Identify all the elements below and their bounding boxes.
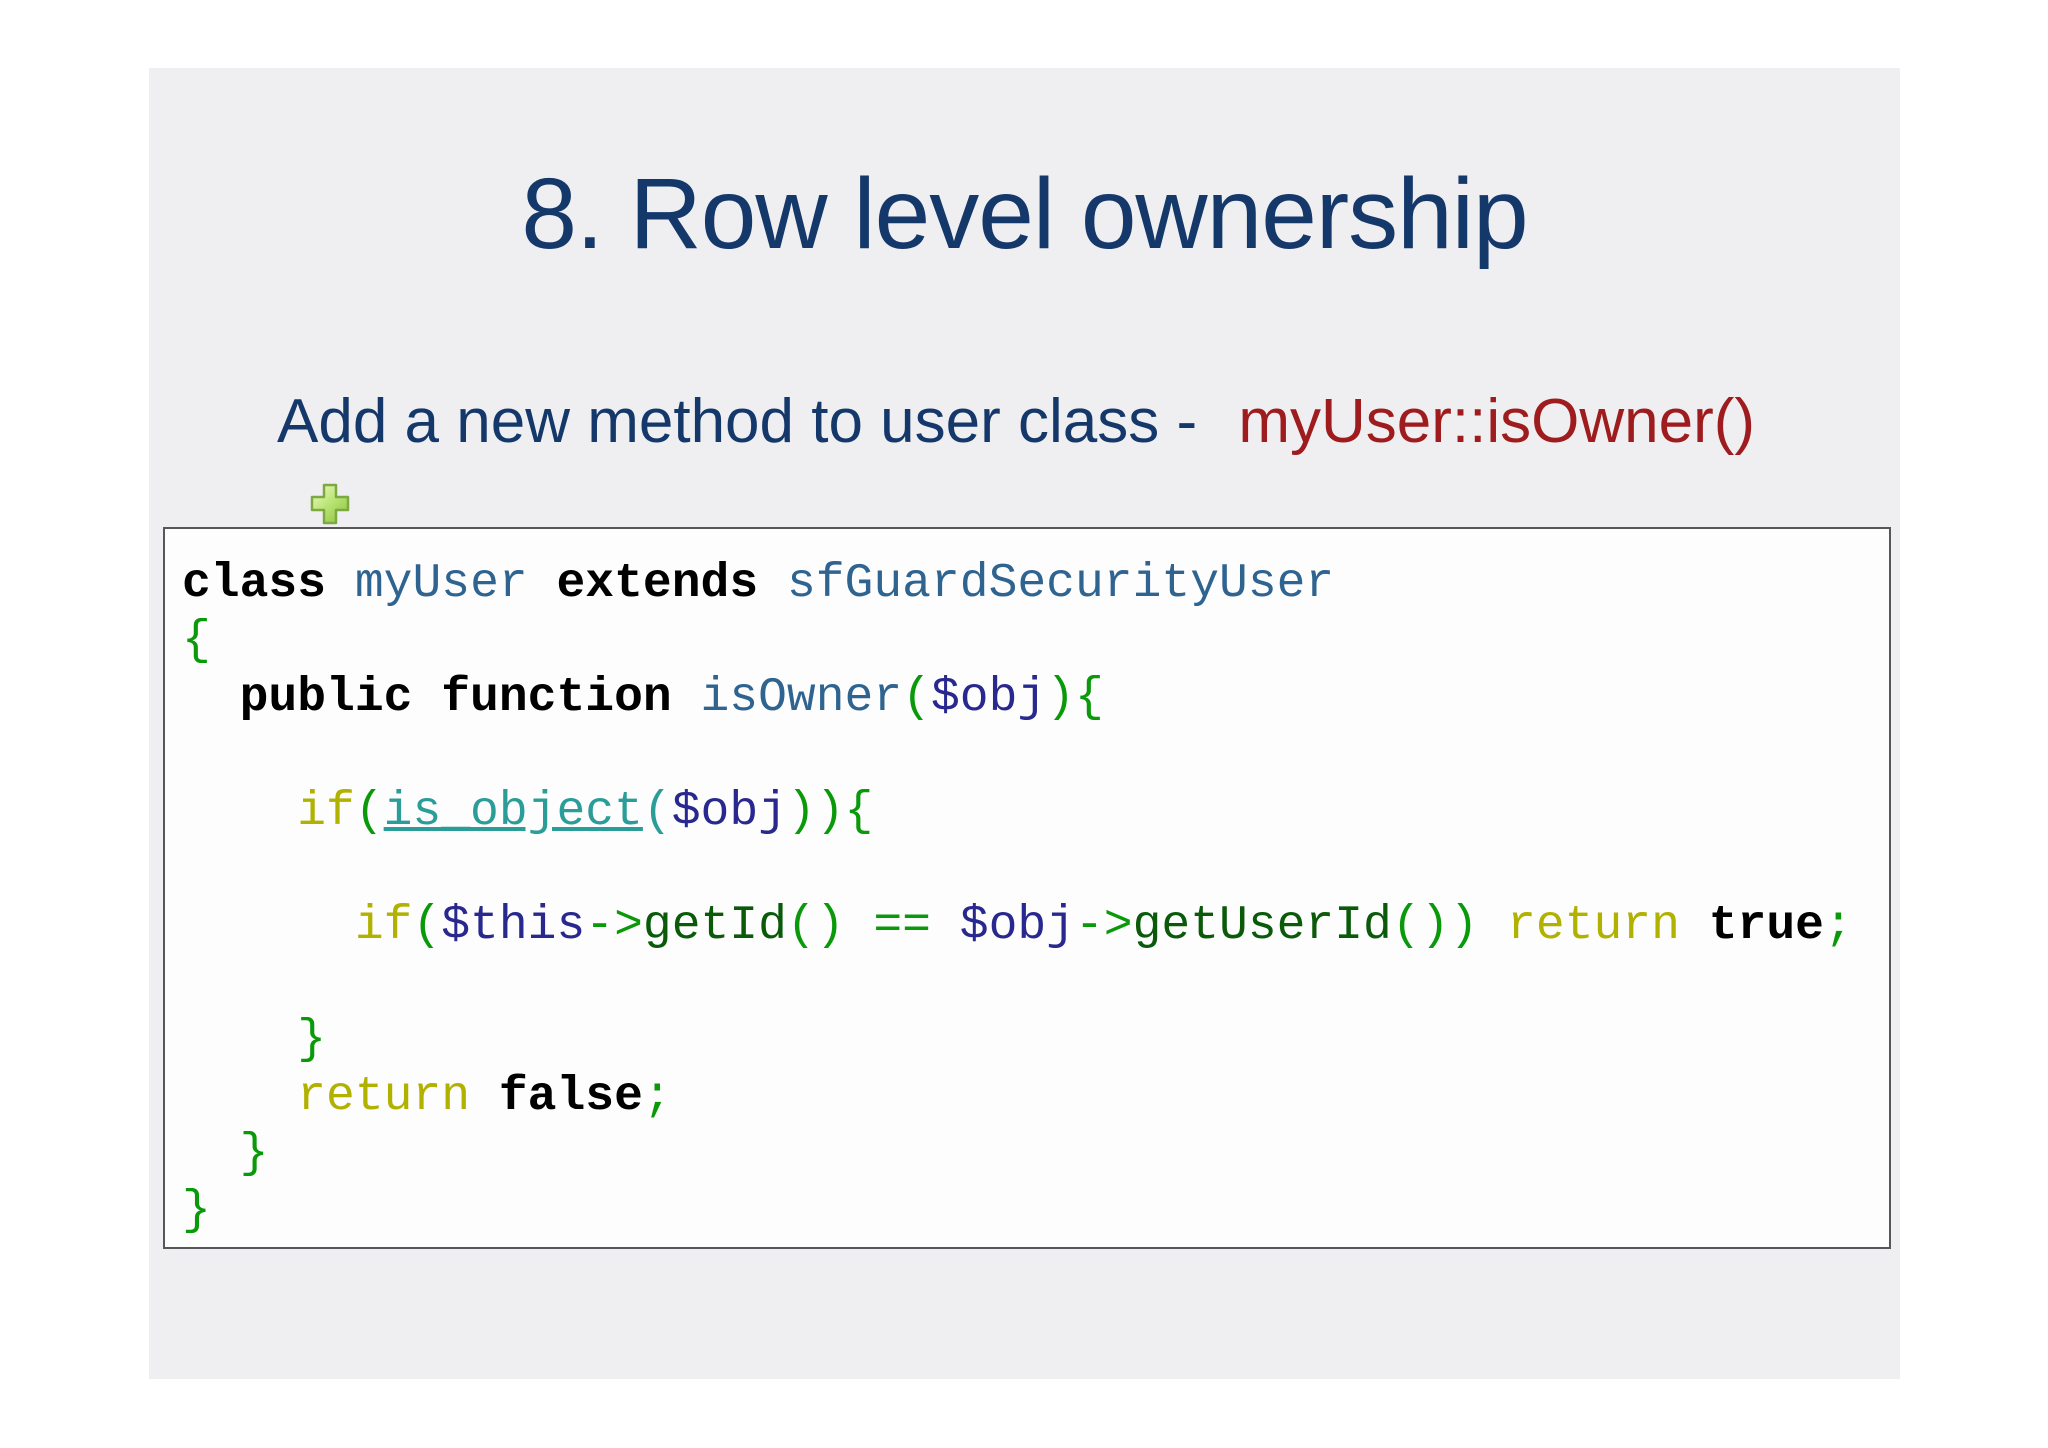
code-token: } [239, 1127, 269, 1181]
code-token: )) [786, 785, 845, 839]
code-line: if(is_object($obj)){ [182, 784, 1889, 841]
code-token: ; [1823, 899, 1853, 953]
code-token: ( [412, 899, 442, 953]
code-token: getUserId [1132, 899, 1392, 953]
code-token [1680, 899, 1709, 953]
code-token [528, 557, 557, 611]
code-token [182, 899, 355, 953]
code-link-is-object[interactable]: is_object [383, 785, 643, 839]
code-token: myUser [354, 557, 528, 611]
code-token: extends [556, 557, 759, 611]
code-token [182, 671, 240, 725]
code-token [182, 1127, 240, 1181]
code-line: return false; [182, 1069, 1889, 1126]
code-token: if [297, 785, 355, 839]
code-line: public function isOwner($obj){ [182, 670, 1889, 727]
code-token [1478, 899, 1507, 953]
code-line: if($this->getId() == $obj->getUserId()) … [182, 898, 1889, 955]
code-token [931, 899, 960, 953]
code-token: ){ [1046, 671, 1104, 725]
code-line: { [182, 613, 1889, 670]
code-token: ( [902, 671, 931, 725]
code-token: -> [585, 899, 643, 953]
code-line: } [182, 1012, 1889, 1069]
code-line: class myUser extends sfGuardSecurityUser [182, 556, 1889, 613]
code-token: public function [239, 671, 672, 725]
page-title: 8. Row level ownership [521, 158, 1528, 270]
code-block: class myUser extends sfGuardSecurityUser… [165, 529, 1889, 1240]
code-token: $obj [959, 899, 1075, 953]
code-token: getId [642, 899, 787, 953]
code-token [182, 1013, 297, 1067]
code-token: } [182, 1184, 211, 1238]
code-token: false [498, 1070, 643, 1124]
code-line: } [182, 1126, 1889, 1183]
code-token: isOwner [700, 671, 903, 725]
code-token: $this [441, 899, 586, 953]
code-token [845, 899, 874, 953]
bullet-text: Add a new method to user class - [277, 387, 1215, 456]
code-line: } [182, 1183, 1889, 1240]
plus-bullet-icon [205, 399, 350, 525]
code-token: -> [1074, 899, 1133, 953]
code-token [672, 671, 701, 725]
slide: 8. Row level ownership Add a new method … [149, 68, 1900, 1379]
code-token [326, 557, 355, 611]
code-line [182, 955, 1889, 1012]
code-token: $obj [930, 671, 1047, 725]
bullet-code-reference: myUser::isOwner() [1238, 387, 1756, 456]
code-token [470, 1070, 499, 1124]
code-token: ; [642, 1070, 672, 1124]
bullet-item: Add a new method to user class - myUser:… [205, 386, 1756, 525]
code-token: == [873, 899, 931, 953]
code-token: return [297, 1070, 471, 1124]
code-token: ( [642, 785, 672, 839]
code-token [182, 785, 297, 839]
code-token [758, 557, 787, 611]
code-box: class myUser extends sfGuardSecurityUser… [163, 527, 1891, 1249]
code-token: { [844, 785, 874, 839]
code-token: () [786, 899, 845, 953]
code-line [182, 727, 1889, 784]
code-token: return [1507, 899, 1680, 953]
code-token: $obj [671, 785, 787, 839]
code-token: } [297, 1013, 327, 1067]
code-token: sfGuardSecurityUser [786, 557, 1335, 611]
code-token: ()) [1391, 899, 1479, 953]
code-token [182, 1070, 297, 1124]
code-line [182, 841, 1889, 898]
code-token: ( [354, 785, 384, 839]
code-token: if [354, 899, 413, 953]
code-token: { [182, 614, 211, 668]
code-token: class [182, 557, 327, 611]
code-token: true [1708, 899, 1824, 953]
